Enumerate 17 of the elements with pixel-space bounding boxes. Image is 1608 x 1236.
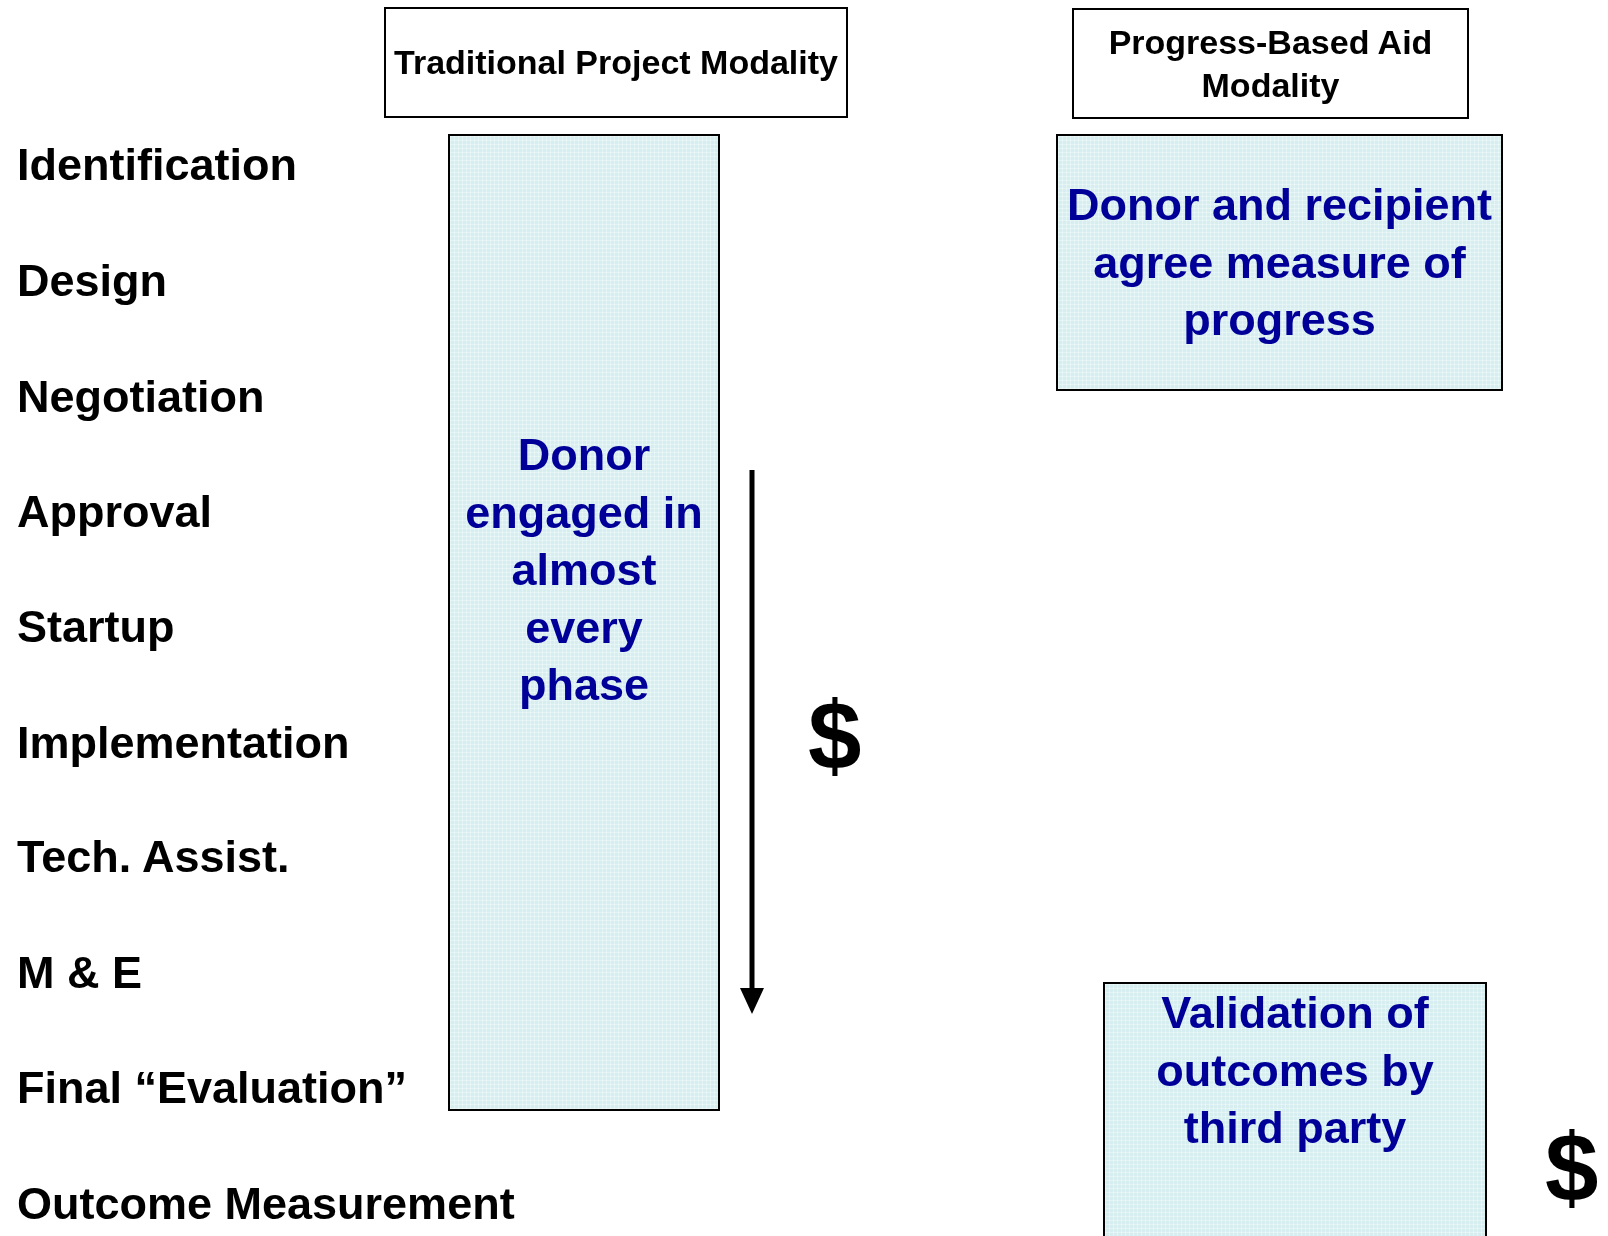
process-box: Donor engaged in almost every phase	[448, 134, 720, 1111]
phase-label: Design	[17, 258, 168, 303]
phase-label: Identification	[17, 142, 297, 187]
phase-label: Tech. Assist.	[17, 834, 290, 879]
phase-label: Implementation	[17, 720, 350, 765]
phase-label: Approval	[17, 489, 213, 534]
phase-label: Startup	[17, 604, 175, 649]
column-header: Traditional Project Modality	[384, 7, 848, 118]
phase-label: M & E	[17, 950, 142, 995]
process-box: Validation of outcomes by third party	[1103, 982, 1487, 1236]
phase-label: Final “Evaluation”	[17, 1065, 408, 1110]
column-header: Progress-Based Aid Modality	[1072, 8, 1469, 119]
process-box: Donor and recipient agree measure of progress	[1056, 134, 1503, 391]
phase-label: Negotiation	[17, 374, 265, 419]
dollar-sign: $	[1545, 1120, 1599, 1216]
dollar-sign: $	[808, 688, 862, 784]
phase-label: Outcome Measurement	[17, 1181, 515, 1226]
